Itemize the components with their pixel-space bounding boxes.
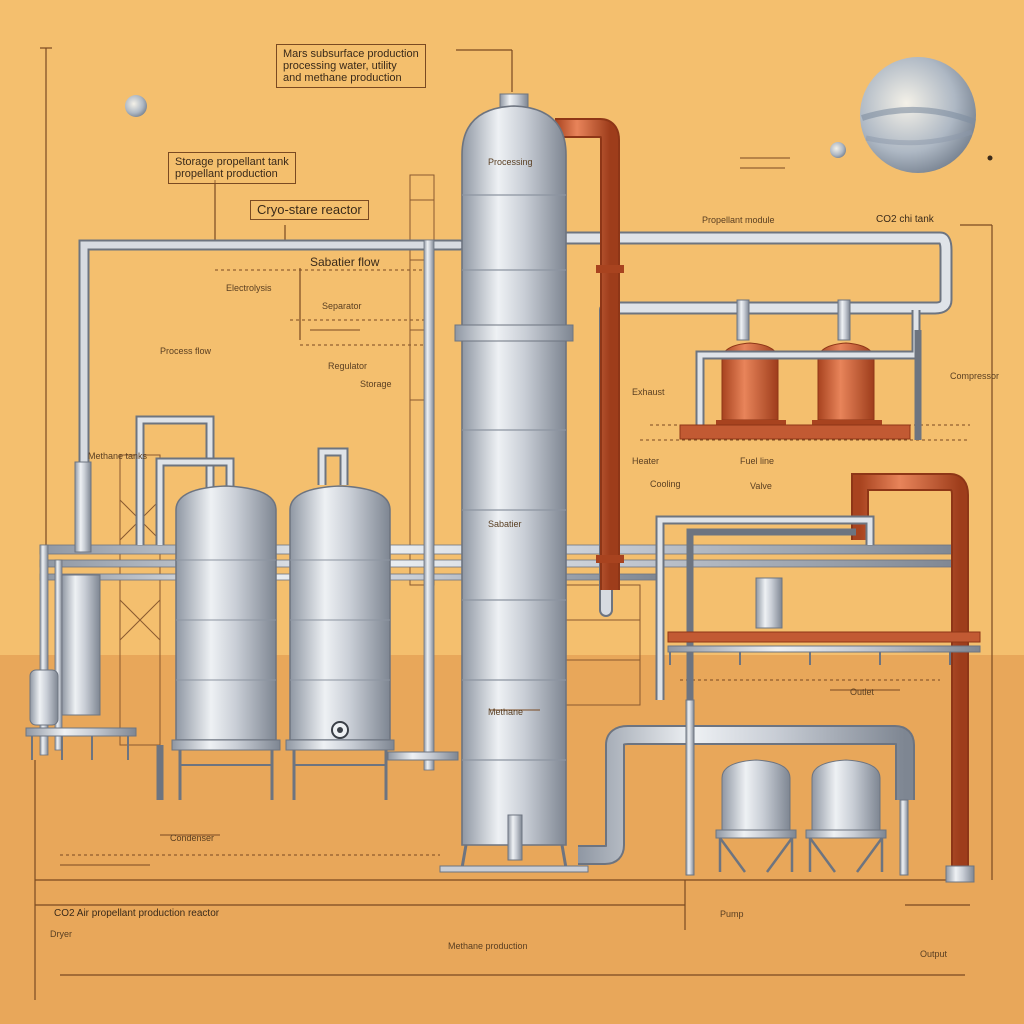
support-pole: [423, 239, 435, 771]
small-label-1: Process flow: [160, 346, 212, 356]
process-frame: [655, 515, 981, 700]
title-line-2: processing water, utility: [283, 60, 397, 72]
co2-tank-label: CO2 chi tank: [876, 214, 934, 225]
small-label-13: Outlet: [850, 687, 875, 697]
small-label-5: Regulator: [328, 361, 368, 371]
base-beam: [387, 751, 459, 761]
small-label-11: Cooling: [650, 479, 681, 489]
small-label-4: Separator: [322, 301, 362, 311]
methane-production-label: Methane production: [448, 941, 528, 951]
small-label-6: Storage: [360, 379, 392, 389]
copper-reactor-right: [812, 299, 882, 426]
tank-callout: Storage propellant tank propellant produ…: [168, 152, 296, 184]
small-label-8: Compressor: [950, 371, 1000, 381]
title-callout: Mars subsurface production processing wa…: [276, 44, 426, 88]
moon-icon: [125, 95, 147, 117]
small-label-16: Pump: [720, 909, 744, 919]
storage-tank-right: [285, 485, 395, 800]
propellant-label: Propellant module: [702, 215, 775, 225]
lower-return-pipe: [578, 725, 915, 865]
title-line-1: Mars subsurface production: [283, 48, 419, 60]
co2-air-label: CO2 Air propellant production reactor: [54, 908, 220, 919]
small-label-7: Exhaust: [632, 387, 665, 397]
left-column: [25, 461, 137, 760]
small-label-15: Dryer: [50, 929, 72, 939]
small-label-12: Valve: [750, 481, 772, 491]
reactor-callout: Cryo-stare reactor: [250, 200, 369, 220]
tower-top-label: Processing: [488, 157, 533, 167]
small-label-3: Electrolysis: [226, 283, 272, 293]
tank-feed-pipes: [135, 415, 349, 800]
tower-low-label: Methane: [488, 707, 524, 717]
sabatier-flow-label: Sabatier flow: [310, 255, 380, 269]
annotation-marks: [60, 157, 900, 866]
tower-mid-label: Sabatier: [488, 519, 522, 529]
copper-reactor-left: [716, 299, 786, 426]
small-label-10: Fuel line: [740, 456, 775, 466]
copper-pipe-right: [851, 473, 975, 883]
reactor-platform: [679, 424, 911, 440]
title-line-3: and methane production: [283, 72, 402, 84]
tank-line-1: Storage propellant tank: [175, 156, 289, 168]
small-label-17: Output: [920, 949, 948, 959]
small-label-9: Heater: [632, 456, 660, 466]
tank-line-2: propellant production: [175, 168, 278, 180]
copper-riser-pipe: [555, 118, 624, 590]
moon-small-icon: [830, 142, 846, 158]
reactor-tower: [439, 93, 589, 873]
small-label-14: Condenser: [170, 833, 215, 843]
bottom-tank-right: [805, 759, 887, 873]
reactor-link-pipes: [695, 310, 922, 440]
right-support-pole: [685, 699, 695, 876]
storage-tank-left: [171, 485, 281, 800]
small-label-2: Methane tanks: [88, 451, 148, 461]
bottom-tank-left: [715, 759, 797, 873]
